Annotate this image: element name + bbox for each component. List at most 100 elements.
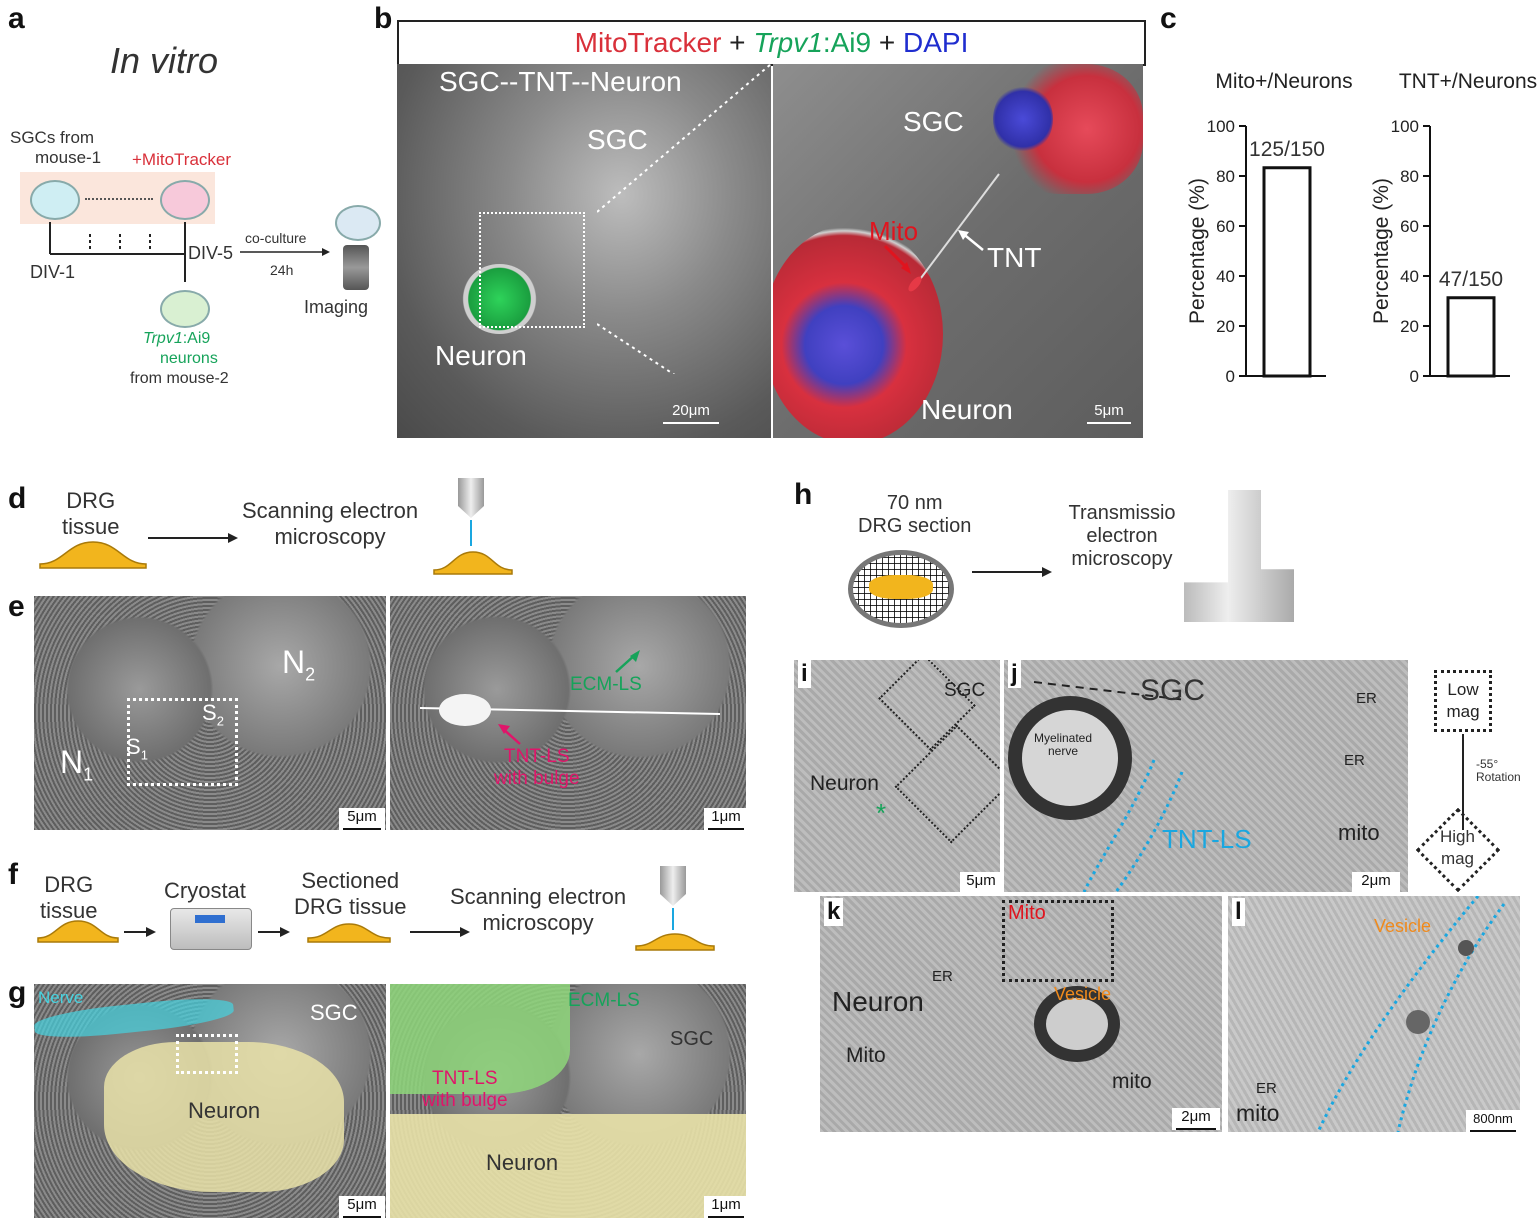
neuron-label: Neuron xyxy=(486,1150,559,1175)
tem-grid-icon xyxy=(848,550,954,628)
mouse1-text: mouse-1 xyxy=(35,148,102,167)
scale-bar: 800nm xyxy=(1466,1110,1520,1132)
neuron-label: Neuron xyxy=(921,394,1013,425)
neuron-label: Neuron xyxy=(188,1098,261,1123)
legend-arrow xyxy=(1462,734,1464,830)
trpv1-ai9-label: Trpv1:Ai9 xyxy=(143,330,211,347)
bar-data-label: 125/150 xyxy=(1249,138,1325,161)
coculture-text: co-culture xyxy=(245,230,307,246)
panel-label-b: b xyxy=(374,2,393,35)
arrow xyxy=(410,927,470,937)
neuron-red-cell xyxy=(773,224,943,438)
panel-label-f: f xyxy=(8,858,18,891)
tissue-icon xyxy=(307,923,391,943)
tem-image-i: i SGC Neuron * 5μm xyxy=(794,660,1000,892)
bar-data-label: 47/150 xyxy=(1439,268,1503,291)
sgc-label: SGC xyxy=(670,1028,714,1050)
microscope-objective-icon xyxy=(343,245,369,290)
chart-title: Mito+/Neurons xyxy=(1215,70,1352,93)
sgc-tnt-neuron-title: SGC--TNT--Neuron xyxy=(439,66,682,97)
scale-bar: 2μm xyxy=(1172,1108,1220,1130)
neuron-overlay xyxy=(390,1114,746,1218)
asterisk-marker: * xyxy=(876,798,887,828)
panel-label-e: e xyxy=(8,590,25,623)
scale-bar: 1μm xyxy=(704,808,746,830)
panel-label-l: l xyxy=(1232,898,1245,926)
div1-text: DIV-1 xyxy=(30,262,76,282)
y-tick-label: 100 xyxy=(1391,117,1419,136)
y-tick-label: 100 xyxy=(1207,117,1235,136)
dotted-arrow xyxy=(85,198,153,200)
neuron-overlay xyxy=(104,1042,344,1192)
scale-bar: 1μm xyxy=(704,1196,746,1218)
y-tick-label: 20 xyxy=(1216,317,1235,336)
sem-image-left: N1 N2 S1 S2 5μm xyxy=(34,596,386,830)
s1-label: S1 xyxy=(126,734,148,763)
er-label: ER xyxy=(1256,1080,1277,1097)
beam-icon xyxy=(672,908,674,930)
sgc-label: SGC xyxy=(944,680,986,701)
timeline-diagram xyxy=(49,222,330,282)
tissue-icon xyxy=(39,541,147,569)
header-dapi: DAPI xyxy=(903,27,969,58)
scale-bar: 5μm xyxy=(339,808,385,830)
dish-icon xyxy=(160,290,210,328)
fluorescence-image-left: SGC--TNT--Neuron SGC Neuron 20μm xyxy=(397,64,771,438)
panel-label-c: c xyxy=(1160,2,1177,35)
sgcs-from-text: SGCs from xyxy=(10,128,95,147)
panel-label-i: i xyxy=(798,660,811,688)
scale-bar: 5μm xyxy=(960,872,1000,892)
sgc-label: SGC xyxy=(903,106,964,137)
y-tick-label: 80 xyxy=(1400,167,1419,186)
n2-label: N2 xyxy=(282,644,316,685)
zoom-box xyxy=(1002,900,1114,982)
arrow xyxy=(148,533,238,543)
arrow xyxy=(124,927,156,937)
panel-label-j: j xyxy=(1008,660,1021,688)
mito-label: Mito xyxy=(869,216,919,246)
y-tick-label: 0 xyxy=(1410,367,1419,386)
header-plus: + xyxy=(871,27,903,58)
sem-probe-icon xyxy=(458,478,484,518)
bar xyxy=(1262,166,1312,378)
er-label: ER xyxy=(1344,752,1365,769)
panel-label-g: g xyxy=(8,976,27,1009)
fluorescence-image-right: SGC Mito TNT Neuron 5μm xyxy=(773,64,1143,438)
dish-icon xyxy=(160,180,210,220)
neuron-label: Neuron xyxy=(832,986,924,1017)
panel-label-a: a xyxy=(8,2,25,35)
panel-a-title: In vitro xyxy=(110,40,219,81)
y-tick-label: 40 xyxy=(1400,267,1419,286)
header-mitotracker: MitoTracker xyxy=(574,27,722,58)
arrow xyxy=(972,567,1052,577)
zoom-box xyxy=(127,698,238,786)
y-tick-label: 0 xyxy=(1226,367,1235,386)
er-label: ER xyxy=(1356,690,1377,707)
dish-icon xyxy=(335,205,381,241)
tnt-drawing xyxy=(419,650,721,745)
tissue-icon xyxy=(635,933,715,951)
zoom-box xyxy=(894,724,1000,844)
y-tick-label: 80 xyxy=(1216,167,1235,186)
mitotracker-text: +MitoTracker xyxy=(132,150,232,169)
panel-label-k: k xyxy=(824,898,844,926)
mito-label: mito xyxy=(1236,1100,1280,1126)
scale-bar: 20μm xyxy=(659,402,723,424)
tnt-ls-outline xyxy=(1316,896,1506,1132)
beam-icon xyxy=(470,520,472,546)
mito-label: mito xyxy=(1338,820,1380,845)
neuron-green-cell xyxy=(462,264,537,334)
dish-icon xyxy=(30,180,80,220)
mouse2-text: from mouse-2 xyxy=(130,370,229,387)
zoom-guide-lines xyxy=(597,64,772,374)
sgc-label: SGC xyxy=(1140,674,1206,707)
neuron-label: Neuron xyxy=(435,340,527,371)
ecm-overlay xyxy=(390,984,570,1094)
arrow xyxy=(258,927,290,937)
